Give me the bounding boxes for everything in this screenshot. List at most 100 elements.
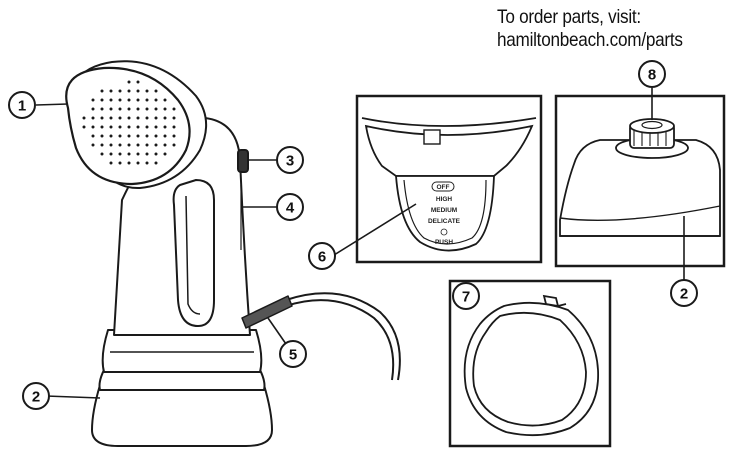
steam-hole bbox=[145, 161, 149, 165]
callouts: 1 2 3 4 5 6 7 bbox=[8, 60, 698, 410]
steam-hole bbox=[127, 161, 131, 165]
callout-7: 7 bbox=[452, 282, 480, 310]
steam-hole bbox=[127, 116, 131, 120]
steam-hole bbox=[163, 143, 167, 147]
steam-hole bbox=[136, 143, 140, 147]
steam-hole bbox=[100, 89, 104, 93]
svg-text:4: 4 bbox=[286, 200, 295, 217]
steam-hole bbox=[136, 98, 140, 102]
dial-push-label: PUSH bbox=[435, 239, 453, 246]
callout-4: 4 bbox=[276, 193, 304, 221]
steam-hole bbox=[136, 161, 140, 165]
steam-hole bbox=[145, 107, 149, 111]
steam-hole bbox=[127, 152, 131, 156]
leader-lines bbox=[35, 88, 685, 399]
steam-hole bbox=[100, 134, 104, 138]
steam-hole bbox=[100, 116, 104, 120]
steam-hole bbox=[109, 107, 113, 111]
steam-hole bbox=[154, 143, 158, 147]
steam-holes bbox=[82, 80, 176, 165]
steam-hole bbox=[109, 98, 113, 102]
steam-hole bbox=[91, 107, 95, 111]
steam-hole bbox=[154, 161, 158, 165]
steam-hole bbox=[145, 116, 149, 120]
steam-hole bbox=[82, 125, 86, 129]
steam-hole bbox=[118, 107, 122, 111]
steam-hole bbox=[145, 89, 149, 93]
steam-hole bbox=[118, 134, 122, 138]
steam-hole bbox=[172, 116, 176, 120]
steam-hole bbox=[127, 89, 131, 93]
steam-hole bbox=[154, 152, 158, 156]
steam-hole bbox=[91, 98, 95, 102]
steam-hole bbox=[154, 98, 158, 102]
svg-text:2: 2 bbox=[32, 389, 40, 406]
steam-hole bbox=[172, 143, 176, 147]
steam-hole bbox=[145, 125, 149, 129]
steam-hole bbox=[136, 125, 140, 129]
steam-hole bbox=[127, 107, 131, 111]
parts-note: To order parts, visit: hamiltonbeach.com… bbox=[497, 6, 683, 52]
dial-high-label: HIGH bbox=[436, 196, 453, 203]
steam-hole bbox=[172, 125, 176, 129]
callout-8: 8 bbox=[638, 60, 666, 88]
parts-note-line2[interactable]: hamiltonbeach.com/parts bbox=[497, 29, 683, 51]
detail-tank bbox=[554, 94, 726, 268]
steam-hole bbox=[100, 98, 104, 102]
steam-hole bbox=[145, 152, 149, 156]
steam-hole bbox=[118, 125, 122, 129]
steamer-illustration bbox=[65, 60, 401, 447]
callout-3: 3 bbox=[276, 146, 304, 174]
steam-hole bbox=[109, 89, 113, 93]
svg-text:7: 7 bbox=[462, 289, 470, 306]
steam-hole bbox=[172, 134, 176, 138]
svg-text:6: 6 bbox=[318, 249, 326, 266]
steam-hole bbox=[118, 116, 122, 120]
steam-hole bbox=[163, 125, 167, 129]
svg-text:2: 2 bbox=[680, 286, 688, 303]
callout-2-tank: 2 bbox=[670, 279, 698, 307]
detail-brush bbox=[448, 279, 612, 448]
parts-note-line1: To order parts, visit: bbox=[497, 6, 641, 28]
steam-hole bbox=[136, 107, 140, 111]
steam-hole bbox=[145, 143, 149, 147]
steam-hole bbox=[136, 116, 140, 120]
steam-hole bbox=[163, 134, 167, 138]
svg-text:5: 5 bbox=[289, 347, 297, 364]
steam-hole bbox=[109, 152, 113, 156]
callout-1: 1 bbox=[8, 91, 36, 119]
steam-hole bbox=[127, 80, 131, 84]
steam-hole bbox=[100, 107, 104, 111]
steam-hole bbox=[118, 98, 122, 102]
steam-hole bbox=[154, 125, 158, 129]
steam-hole bbox=[100, 125, 104, 129]
steam-hole bbox=[136, 89, 140, 93]
dial-push-icon bbox=[440, 228, 448, 236]
steam-hole bbox=[91, 125, 95, 129]
steam-hole bbox=[154, 107, 158, 111]
steam-hole bbox=[163, 107, 167, 111]
steam-hole bbox=[109, 143, 113, 147]
steam-hole bbox=[82, 116, 86, 120]
steamer-base bbox=[91, 329, 273, 447]
steam-hole bbox=[154, 89, 158, 93]
steam-hole bbox=[154, 134, 158, 138]
steam-hole bbox=[154, 116, 158, 120]
detail-dial: OFF HIGH MEDIUM DELICATE PUSH bbox=[355, 94, 543, 264]
dial-off-label: OFF bbox=[437, 184, 450, 191]
steam-hole bbox=[109, 125, 113, 129]
steam-hole bbox=[91, 134, 95, 138]
steam-hole bbox=[127, 125, 131, 129]
steam-hole bbox=[172, 107, 176, 111]
callout-5: 5 bbox=[279, 340, 307, 368]
steam-hole bbox=[127, 134, 131, 138]
callout-6: 6 bbox=[308, 242, 336, 270]
power-cord bbox=[241, 292, 401, 381]
steam-hole bbox=[163, 98, 167, 102]
svg-text:3: 3 bbox=[286, 153, 294, 170]
steam-hole bbox=[118, 152, 122, 156]
steam-hole bbox=[109, 116, 113, 120]
dial-labels: OFF HIGH MEDIUM DELICATE PUSH bbox=[428, 181, 461, 246]
